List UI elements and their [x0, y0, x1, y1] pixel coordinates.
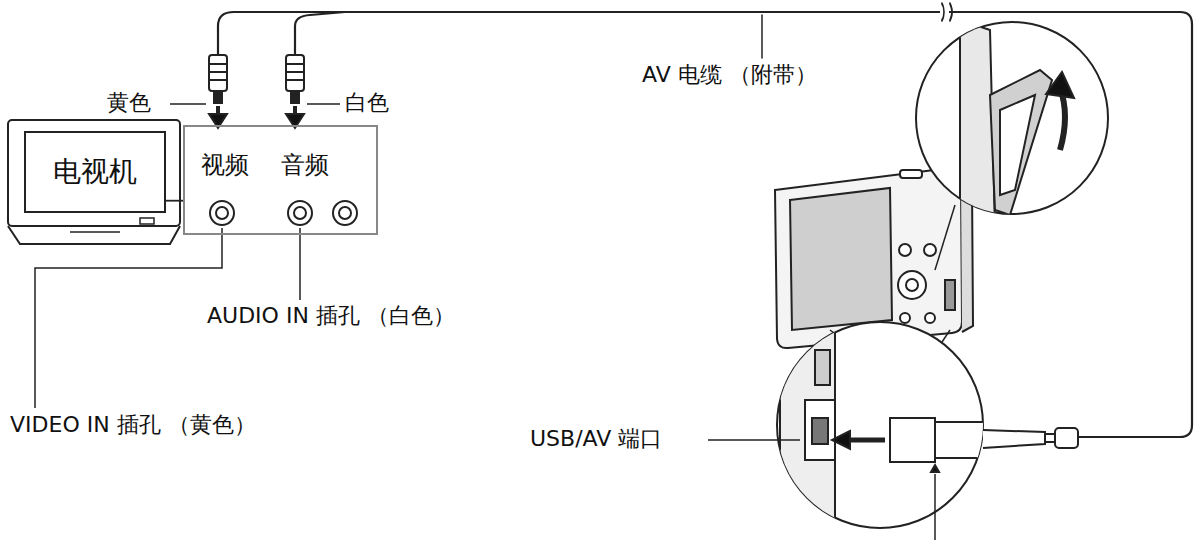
tv-set [8, 120, 180, 244]
jack-heading: 视频 [201, 151, 249, 180]
camera [775, 168, 973, 348]
jack-panel: 视频 音频 [183, 125, 378, 235]
rca-jack [210, 201, 357, 225]
port-label: USB/AV 端口 [528, 426, 664, 452]
tv-label: 电视机 [53, 155, 137, 189]
jack-heading: 音频 [281, 151, 329, 180]
leader-line [299, 228, 301, 300]
cover-inset [916, 20, 1108, 270]
color-label: 黄色 [105, 90, 153, 116]
connector [166, 200, 183, 202]
color-label: 白色 [343, 90, 391, 116]
av-cable [218, 12, 1192, 437]
leader-line [307, 103, 340, 105]
port-inset [708, 322, 1078, 540]
cable-label: AV 电缆 （附带） [640, 62, 819, 88]
leader-line [761, 15, 763, 58]
av-cable [295, 12, 345, 55]
leader-line [170, 103, 206, 105]
tv-screen: 电视机 [24, 131, 166, 213]
rca-plug [209, 55, 227, 128]
leader-line [35, 228, 222, 408]
jack-label: VIDEO IN 插孔 （黄色） [8, 412, 258, 438]
jack-label: AUDIO IN 插孔 （白色） [205, 303, 457, 329]
leader-line [708, 439, 800, 441]
rca-plug [286, 55, 304, 128]
